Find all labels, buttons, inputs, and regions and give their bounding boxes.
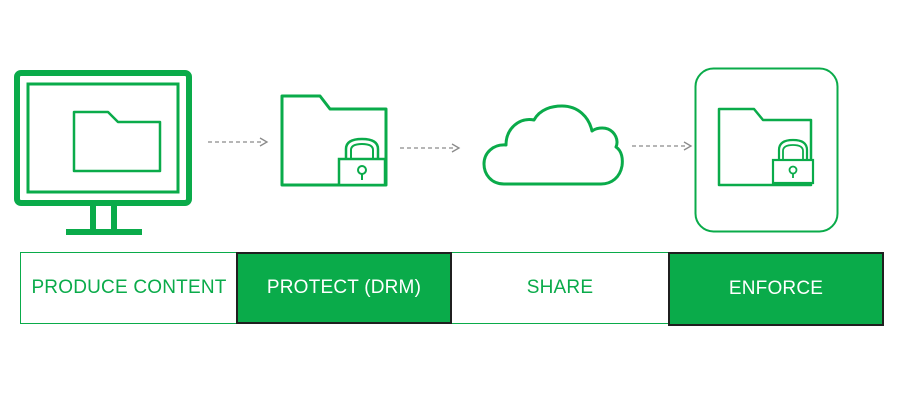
folder-icon [72,110,162,173]
step-label: PRODUCE CONTENT [31,277,227,298]
locked-folder-icon [717,107,815,187]
process-steps-bar: PRODUCE CONTENT PROTECT (DRM) SHARE ENFO… [20,252,884,326]
cloud-icon [482,104,624,186]
padlock-icon [337,137,387,187]
step-produce-content: PRODUCE CONTENT [20,252,237,324]
dashed-arrow-icon [208,137,269,147]
step-share: SHARE [452,252,668,324]
step-label: PROTECT (DRM) [266,277,422,298]
dashed-arrow-icon [400,143,461,153]
monitor-icon [14,70,192,235]
step-label: ENFORCE [728,278,824,299]
dashed-arrow-icon [632,141,693,151]
step-label: SHARE [526,277,594,298]
step-protect-drm: PROTECT (DRM) [236,252,452,324]
step-enforce: ENFORCE [668,252,884,326]
locked-folder-icon [280,94,388,187]
padlock-icon [771,138,815,185]
device-frame-icon [694,67,839,233]
